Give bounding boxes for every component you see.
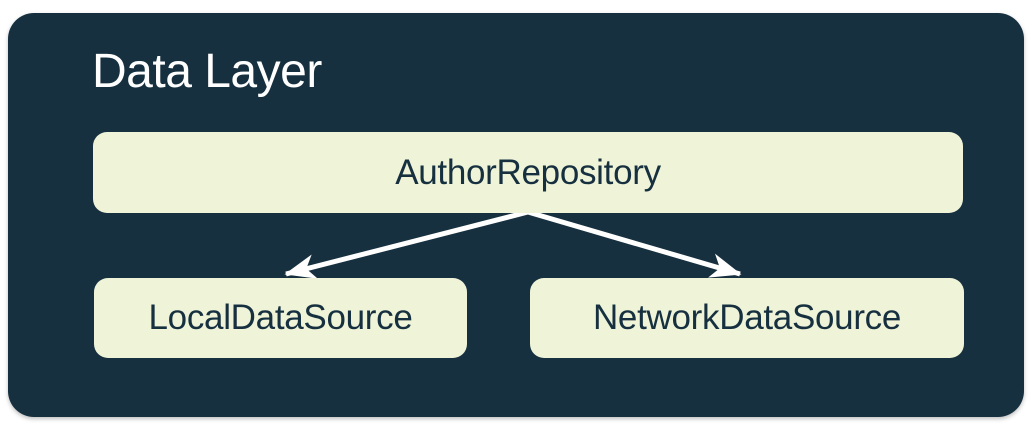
data-layer-container: Data Layer AuthorRepository LocalDataSou… xyxy=(8,13,1024,417)
node-network-data-source: NetworkDataSource xyxy=(530,278,964,358)
edge-repository-to-network xyxy=(527,209,742,278)
edge-repository-to-local xyxy=(284,209,529,279)
node-local-data-source-label: LocalDataSource xyxy=(148,298,413,337)
node-author-repository: AuthorRepository xyxy=(93,132,963,213)
node-local-data-source: LocalDataSource xyxy=(94,278,467,358)
node-author-repository-label: AuthorRepository xyxy=(395,152,661,192)
node-network-data-source-label: NetworkDataSource xyxy=(592,298,902,337)
diagram-title: Data Layer xyxy=(92,45,322,98)
